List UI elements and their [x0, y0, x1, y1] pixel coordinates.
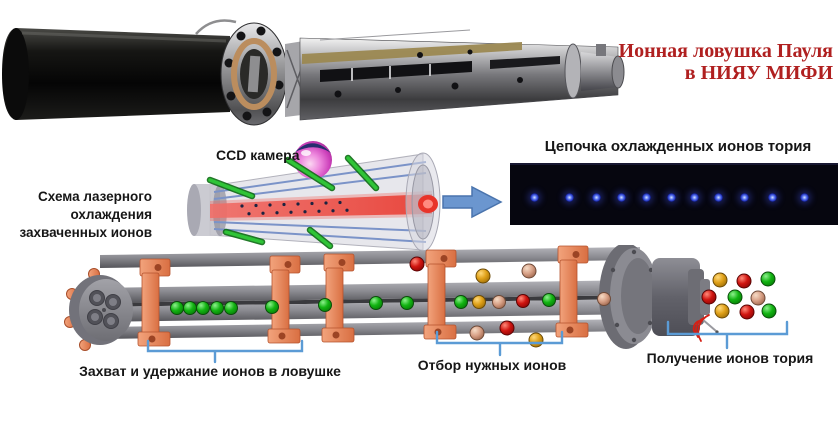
ion-chain-image — [510, 163, 838, 225]
ion-ball-green — [196, 301, 210, 315]
cooled-ion-dot — [617, 193, 626, 202]
capture-bracket — [146, 339, 304, 364]
ion-balls — [170, 256, 777, 348]
title-line-2: в НИЯУ МИФИ — [684, 62, 833, 84]
trap-render — [64, 245, 789, 364]
ion-ball-green — [369, 296, 383, 310]
cooled-ion-dot — [592, 193, 601, 202]
ion-ball-tan — [521, 263, 537, 279]
ion-ball-green — [265, 300, 279, 314]
page-title: Ионная ловушка Пауля в НИЯУ МИФИ — [513, 40, 833, 84]
ion-ball-red — [499, 320, 515, 336]
cooling-caption-line-3: захваченных ионов — [19, 225, 152, 240]
ion-ball-green — [761, 303, 777, 319]
laser-rays — [206, 154, 380, 250]
ion-ball-green — [183, 301, 197, 315]
ion-ball-green — [210, 301, 224, 315]
mount-bracket — [423, 249, 457, 340]
title-line-1: Ионная ловушка Пауля — [618, 40, 833, 62]
ion-trap-photo — [2, 19, 625, 126]
laser-cooling-diagram — [187, 141, 441, 252]
cooled-ion-dot — [690, 193, 699, 202]
ion-ball-green — [760, 271, 776, 287]
trap-mount-brackets — [137, 245, 589, 347]
ion-ball-green — [454, 295, 468, 309]
cooled-ion-dot — [642, 193, 651, 202]
cooled-ion-dot — [740, 193, 749, 202]
ion-ball-red — [739, 304, 755, 320]
mount-bracket — [321, 253, 355, 343]
cooled-ion-dot — [667, 193, 676, 202]
arrow-right-icon — [442, 185, 503, 219]
mount-bracket — [555, 245, 589, 338]
cooling-scheme-caption: Схема лазерного охлаждения захваченных и… — [8, 188, 152, 242]
stage-brackets — [146, 320, 789, 364]
ion-ball-green — [542, 293, 556, 307]
stage-label-production: Получение ионов тория — [646, 350, 814, 366]
ion-source-motor — [652, 258, 719, 342]
ion-ball-gold — [475, 268, 491, 284]
main-flange — [220, 22, 288, 126]
ion-ball-red — [516, 294, 530, 308]
cooled-ion-dot — [800, 193, 809, 202]
cone-opening — [405, 152, 441, 252]
ion-ball-red — [409, 256, 425, 272]
ion-chain-caption: Цепочка охлажденных ионов тория — [544, 138, 812, 155]
selection-bracket — [435, 330, 564, 357]
ion-ball-green — [727, 289, 743, 305]
mount-bracket — [267, 255, 301, 344]
vacuum-chamber-black-cylinder — [2, 28, 230, 120]
ccd-camera-label: CCD камера — [216, 147, 300, 163]
cooled-ion-dot — [565, 193, 574, 202]
ion-ball-tan — [750, 290, 766, 306]
stage-label-capture: Захват и удержание ионов в ловушке — [79, 363, 341, 379]
ion-ball-green — [170, 301, 184, 315]
ion-ball-green — [224, 301, 238, 315]
laser-beam — [210, 191, 432, 221]
cooling-caption-line-2: охлаждения — [70, 207, 152, 222]
trap-tube — [195, 19, 625, 121]
mount-bracket — [137, 258, 171, 347]
ion-ball-gold — [712, 272, 728, 288]
cooled-ion-dot — [530, 193, 539, 202]
production-bracket — [666, 320, 789, 350]
trapped-ion-specks — [240, 200, 349, 216]
ion-ball-gold — [714, 303, 730, 319]
ion-ball-green — [318, 298, 332, 312]
ion-ball-gold — [528, 332, 544, 348]
cooling-caption-line-1: Схема лазерного — [38, 189, 152, 204]
ion-ball-gold — [472, 295, 486, 309]
ion-ball-red — [701, 289, 717, 305]
trap-end-cap — [64, 268, 133, 351]
cooled-ion-dot — [768, 193, 777, 202]
ion-ball-tan — [469, 325, 485, 341]
emission-waves-icon — [692, 314, 710, 342]
trap-right-flange — [599, 245, 658, 349]
ion-ball-tan — [492, 295, 506, 309]
ion-ball-red — [736, 273, 752, 289]
cooled-ion-dot — [714, 193, 723, 202]
stage-label-selection: Отбор нужных ионов — [417, 357, 567, 373]
ion-ball-tan — [597, 292, 611, 306]
ion-ball-green — [400, 296, 414, 310]
